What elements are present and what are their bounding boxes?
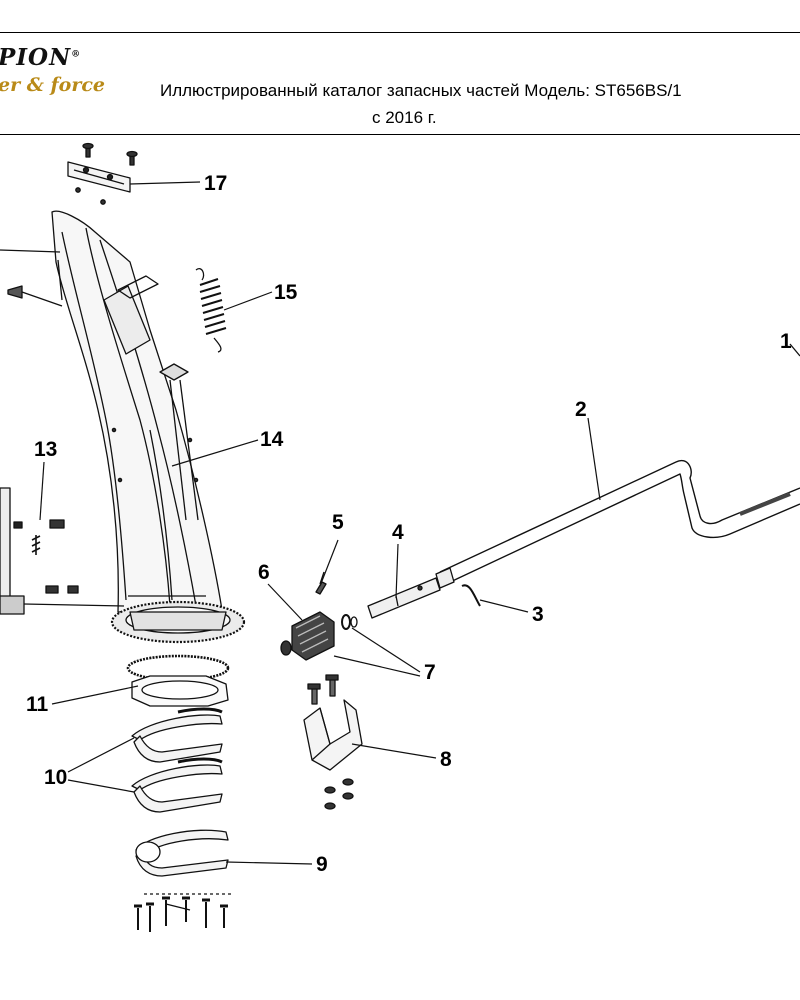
callout-6: 6	[258, 561, 270, 584]
part-14-discharge-chute	[51, 210, 223, 613]
part-7-washers	[341, 614, 358, 630]
callout-labels: 17 15 14 13 1 2 3 4 5 6 7 8 9 10 11	[26, 172, 792, 876]
left-edge-part	[0, 249, 125, 615]
part-1-crank-handle	[789, 343, 800, 357]
callout-7: 7	[424, 661, 436, 684]
part-6-gear-housing	[280, 611, 335, 661]
brand-logo: PION®	[0, 44, 81, 71]
part-4-coupler-shaft	[367, 577, 441, 619]
header-top-rule	[0, 32, 800, 33]
callout-10: 10	[44, 766, 67, 789]
callout-11: 11	[26, 693, 49, 716]
callout-9: 9	[316, 853, 328, 876]
callout-5: 5	[332, 511, 344, 534]
callout-15: 15	[274, 281, 298, 304]
leader-lines	[39, 181, 601, 911]
bottom-bolt-set	[134, 893, 234, 932]
brand-tagline: er & force	[0, 74, 105, 96]
part-10-clamp-lower	[131, 757, 223, 813]
catalog-subtitle: с 2016 г.	[372, 108, 437, 127]
part-10-clamp-upper	[131, 707, 223, 763]
logo-line-1: PION	[0, 44, 72, 71]
part-17-bracket	[67, 142, 138, 205]
chute-base-flange	[110, 600, 246, 644]
part-15-spring	[195, 268, 227, 353]
part-13-bolt-spring-set	[13, 519, 79, 594]
catalog-title: Иллюстрированный каталог запасных частей…	[160, 81, 682, 100]
callout-3: 3	[532, 603, 544, 626]
callout-1: 1	[780, 330, 792, 353]
part-11-flange-ring	[126, 654, 230, 707]
header-bottom-rule	[0, 134, 800, 135]
callout-2: 2	[575, 398, 587, 421]
part-3-pin	[461, 584, 481, 607]
callout-13: 13	[34, 438, 57, 461]
registered-mark: ®	[71, 49, 82, 60]
part-8-support-bracket	[303, 674, 363, 810]
callout-4: 4	[392, 521, 404, 544]
part-2-crank-rod	[435, 459, 800, 589]
callout-14: 14	[260, 428, 284, 451]
part-9-bottom-clamp	[135, 829, 229, 877]
callout-17: 17	[204, 172, 227, 195]
callout-8: 8	[440, 748, 452, 771]
